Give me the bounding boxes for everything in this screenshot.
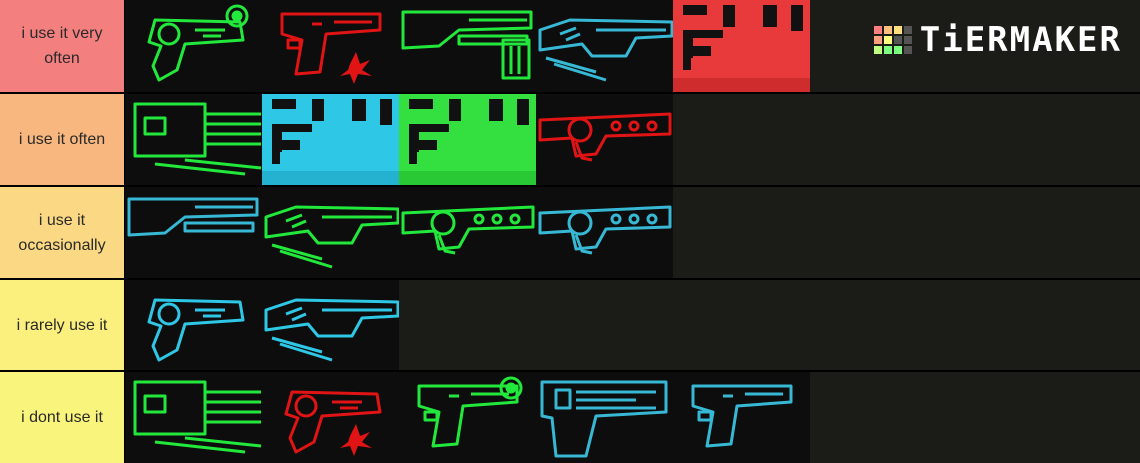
weapon-tile[interactable] xyxy=(399,372,536,463)
tier-row: i use it often xyxy=(0,94,1140,185)
block-icon xyxy=(262,94,399,185)
tier-items-dropzone[interactable]: TiERMAKER xyxy=(125,0,1140,92)
tier-label[interactable]: i use it often xyxy=(0,94,124,185)
weapon-icon xyxy=(133,380,262,454)
tier-items-dropzone[interactable] xyxy=(125,372,1140,463)
tier-label[interactable]: i dont use it xyxy=(0,372,124,463)
weapon-tile[interactable] xyxy=(125,187,262,278)
weapon-tile[interactable] xyxy=(399,187,536,278)
weapon-icon xyxy=(264,298,399,362)
weapon-icon xyxy=(127,197,259,237)
weapon-tile[interactable] xyxy=(673,0,810,92)
weapon-tile[interactable] xyxy=(125,94,262,185)
weapon-tile[interactable] xyxy=(536,372,673,463)
logo-grid-icon xyxy=(873,26,912,54)
weapon-icon xyxy=(691,384,793,448)
tier-row: i dont use it xyxy=(0,372,1140,463)
tier-items-dropzone[interactable] xyxy=(125,280,1140,370)
weapon-icon xyxy=(401,205,535,255)
weapon-icon xyxy=(417,376,523,448)
weapon-icon xyxy=(538,205,672,255)
weapon-icon xyxy=(401,10,533,80)
logo-text: TiERMAKER xyxy=(919,20,1122,60)
weapon-tile[interactable] xyxy=(262,187,399,278)
weapon-icon xyxy=(147,298,245,362)
weapon-tile[interactable] xyxy=(262,280,399,370)
weapon-icon xyxy=(540,380,668,458)
weapon-icon xyxy=(264,205,399,269)
tier-label[interactable]: i use it very often xyxy=(0,0,124,92)
tier-row: i use it very often TiERMAKER xyxy=(0,0,1140,92)
tier-row: i rarely use it xyxy=(0,280,1140,370)
weapon-tile[interactable] xyxy=(262,0,399,92)
tier-label[interactable]: i rarely use it xyxy=(0,280,124,370)
weapon-tile[interactable] xyxy=(536,94,673,185)
weapon-tile[interactable] xyxy=(536,0,673,92)
weapon-tile[interactable] xyxy=(125,280,262,370)
weapon-tile[interactable] xyxy=(262,372,399,463)
weapon-tile[interactable] xyxy=(536,187,673,278)
weapon-icon xyxy=(133,102,262,176)
weapon-tile[interactable] xyxy=(399,0,536,92)
weapon-tile[interactable] xyxy=(673,372,810,463)
weapon-icon xyxy=(538,112,672,162)
weapon-tile[interactable] xyxy=(399,94,536,185)
weapon-icon xyxy=(280,12,382,84)
weapon-tile[interactable] xyxy=(262,94,399,185)
tier-label[interactable]: i use it occasionally xyxy=(0,187,124,278)
tier-items-dropzone[interactable] xyxy=(125,94,1140,185)
block-icon xyxy=(673,0,810,92)
tier-row: i use it occasionally xyxy=(0,187,1140,278)
tiermaker-logo: TiERMAKER xyxy=(873,20,1122,60)
weapon-tile[interactable] xyxy=(125,0,262,92)
tier-items-dropzone[interactable] xyxy=(125,187,1140,278)
weapon-icon xyxy=(538,18,673,82)
weapon-icon xyxy=(284,390,382,456)
weapon-icon xyxy=(147,4,249,82)
block-icon xyxy=(399,94,536,185)
weapon-tile[interactable] xyxy=(125,372,262,463)
